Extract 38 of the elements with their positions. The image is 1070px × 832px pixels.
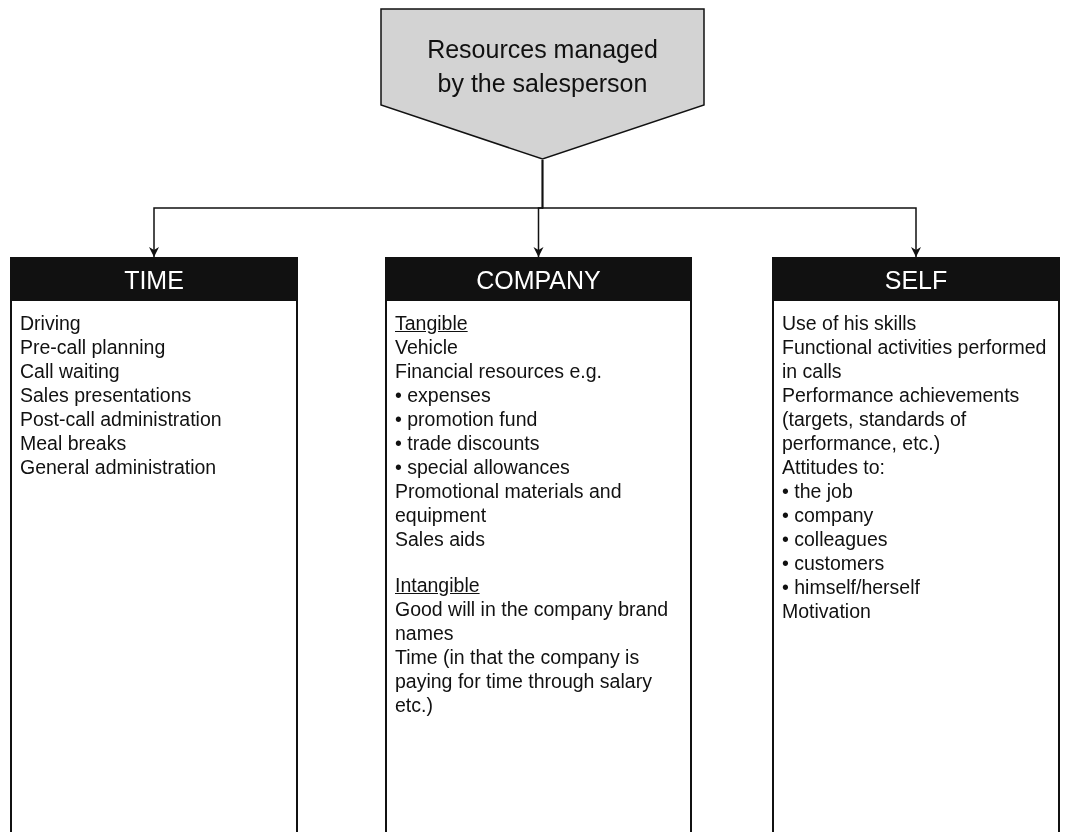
list-item: Call waiting <box>20 359 121 383</box>
list-item: Use of his skills <box>782 311 918 335</box>
list-item: Attitudes to: <box>782 455 886 479</box>
column-panel <box>385 257 692 832</box>
list-item: Good will in the company brand names <box>395 597 670 645</box>
list-item: Pre-call planning <box>20 335 167 359</box>
column-panel <box>772 257 1060 832</box>
list-item: Driving <box>20 311 82 335</box>
list-item: Sales aids <box>395 527 486 551</box>
list-item: • trade discounts <box>395 431 541 455</box>
column-header: TIME <box>12 259 296 301</box>
list-item: Motivation <box>782 599 872 623</box>
list-item: Functional activities performed in calls <box>782 335 1048 383</box>
list-item: • the job <box>782 479 854 503</box>
list-item: Sales presentations <box>20 383 193 407</box>
list-item: Post-call administration <box>20 407 223 431</box>
list-item: • colleagues <box>782 527 889 551</box>
list-item: Vehicle <box>395 335 459 359</box>
list-item: Financial resources e.g. <box>395 359 604 383</box>
list-item: Performance achievements (targets, standards of performance, etc.) <box>782 383 1021 455</box>
list-item: Meal breaks <box>20 431 128 455</box>
list-item: • expenses <box>395 383 492 407</box>
list-item: Promotional materials and equipment <box>395 479 623 527</box>
arrow <box>541 159 921 258</box>
list-item: • customers <box>782 551 886 575</box>
list-item: • promotion fund <box>395 407 539 431</box>
list-item: • company <box>782 503 875 527</box>
pentagon-arrow-box <box>380 8 705 160</box>
column-panel <box>10 257 298 832</box>
column-header: COMPANY <box>387 259 690 301</box>
section-heading: Tangible <box>395 311 468 335</box>
title-text: Resources managed by the salesperson <box>426 34 659 99</box>
list-item: • himself/herself <box>782 575 921 599</box>
list-item: Time (in that the company is paying for time through salary etc.) <box>395 645 653 717</box>
list-item: General administration <box>20 455 218 479</box>
list-item: • special allowances <box>395 455 571 479</box>
section-heading: Intangible <box>395 573 480 597</box>
column-header: SELF <box>774 259 1058 301</box>
